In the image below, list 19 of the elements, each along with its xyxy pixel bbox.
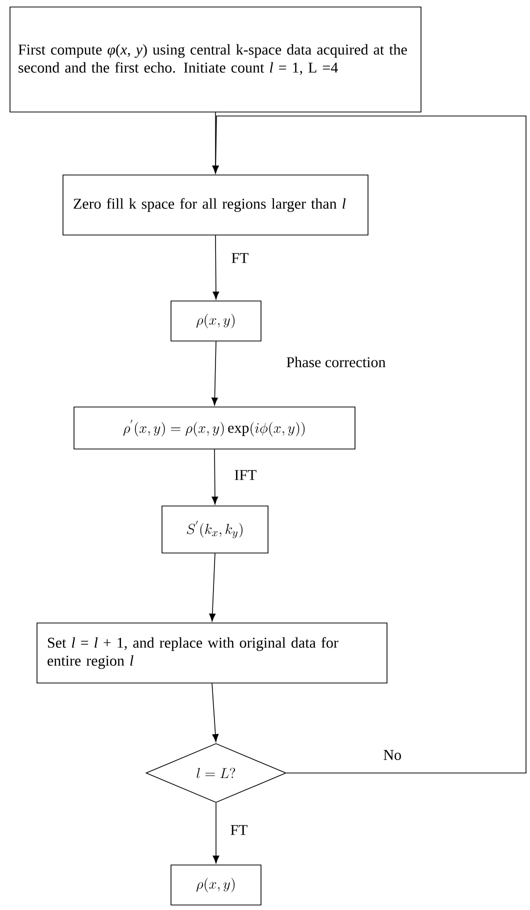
arrow [212,341,218,406]
arrow [212,235,220,300]
arrow [212,683,219,742]
arrow [212,449,218,504]
edge-label: FT [230,252,250,264]
process-box: Set l = l + 1, and replace with original data for entire region l [36,622,388,684]
arrow [212,802,220,864]
process-box: $\rho(x,y)$ [170,864,262,906]
edge-label: FT [229,824,249,836]
edge-label: No [382,749,403,761]
process-box: First compute φ(x, y) using central k-space data acquired at the second and the first echo. Initiate count l = 1, L =4 [10,6,422,112]
process-box: $S^{'}(k_x,k_y)$ [162,506,268,554]
process-box: $\rho(x,y)$ [170,300,262,342]
arrow [212,116,526,774]
process-box: $\rho^{'}(x,y)=\rho(x,y)\exp(i\phi(x,y))$ [74,406,356,450]
edge-label: IFT [233,469,258,481]
edge-label: Phase correction [285,356,387,368]
process-box: Zero fill k space for all regions larger than l [62,174,368,236]
arrow [209,553,216,622]
